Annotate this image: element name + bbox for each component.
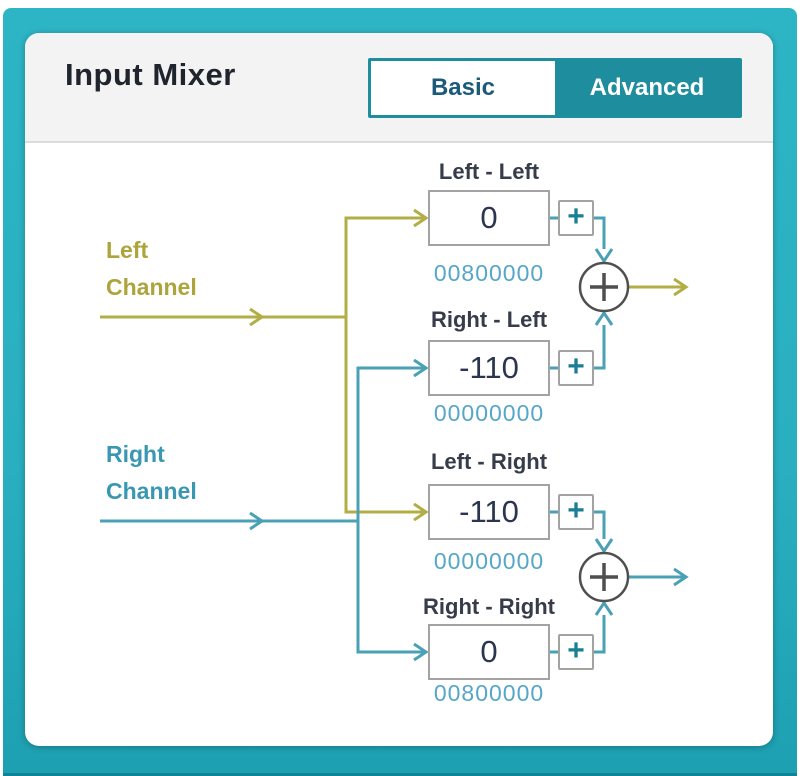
sum-node-left-plus-icon <box>590 273 618 301</box>
sum-node-right-circle <box>578 551 630 603</box>
left-channel-label-line2: Channel <box>106 274 197 300</box>
right-channel-label: Right Channel <box>106 436 266 510</box>
left-to-ll-arrow <box>413 208 429 228</box>
row2-sum-arrow <box>594 310 614 326</box>
register-value-left-right: 00000000 <box>433 548 545 574</box>
right-to-rl-arrow <box>413 358 429 378</box>
gain-label-right-right: Right - Right <box>423 594 555 619</box>
row1-sum-arrow <box>594 248 614 264</box>
panel-header: Input Mixer Basic Advanced <box>25 33 773 143</box>
right-to-rr-arrow <box>413 642 429 662</box>
view-toggle: Basic Advanced <box>368 58 742 118</box>
register-value-right-right: 00800000 <box>433 680 545 706</box>
row3-sum-arrow <box>594 538 614 554</box>
left-output-arrow <box>673 277 689 297</box>
tab-basic[interactable]: Basic <box>371 61 555 115</box>
tab-advanced[interactable]: Advanced <box>555 61 739 115</box>
sum-node-left-circle <box>578 261 630 313</box>
gain-label-left-right: Left - Right <box>430 449 548 474</box>
page-title: Input Mixer <box>65 57 236 92</box>
register-value-right-left: 00000000 <box>433 400 545 426</box>
right-output-arrow <box>673 567 689 587</box>
sum-nodes <box>578 261 630 603</box>
right-channel-label-line2: Channel <box>106 478 197 504</box>
gain-input-right-right[interactable]: 0 <box>428 624 550 680</box>
gain-input-right-left[interactable]: -110 <box>428 340 550 396</box>
gain-input-left-right[interactable]: -110 <box>428 484 550 540</box>
left-channel-label: Left Channel <box>106 232 266 306</box>
plus-button-right-right[interactable]: + <box>558 634 594 670</box>
plus-button-left-left[interactable]: + <box>558 200 594 236</box>
sum-node-right-plus-icon <box>590 563 618 591</box>
gain-input-left-left[interactable]: 0 <box>428 190 550 246</box>
register-value-left-left: 00800000 <box>433 260 545 286</box>
right-input-arrow <box>249 511 265 531</box>
left-to-lr-arrow <box>413 502 429 522</box>
gain-label-left-left: Left - Left <box>438 159 540 184</box>
left-channel-label-line1: Left <box>106 237 149 263</box>
row4-sum-arrow <box>594 600 614 616</box>
right-channel-label-line1: Right <box>106 441 165 467</box>
left-input-arrow <box>249 307 265 327</box>
plus-button-left-right[interactable]: + <box>558 494 594 530</box>
gain-label-right-left: Right - Left <box>430 307 548 332</box>
plus-button-right-left[interactable]: + <box>558 350 594 386</box>
